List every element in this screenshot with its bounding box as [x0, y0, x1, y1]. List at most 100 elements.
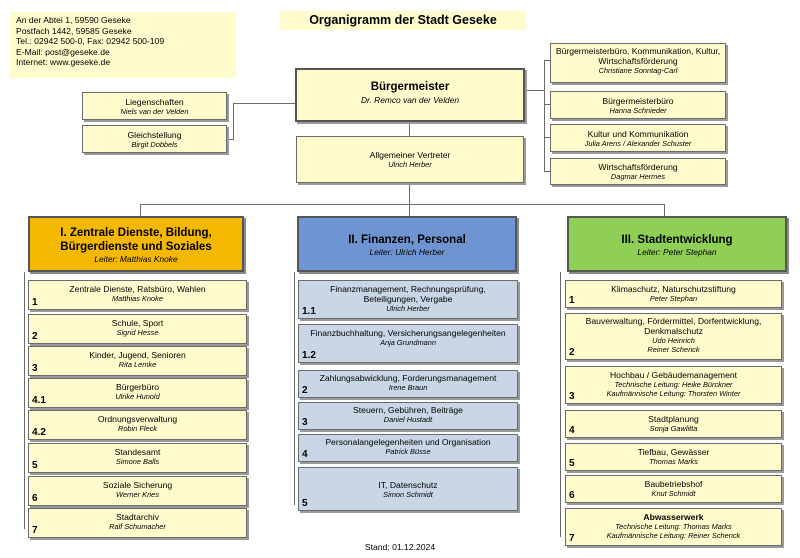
staff-title: Wirtschaftsförderung — [598, 162, 678, 172]
staff-title: Gleichstellung — [127, 130, 182, 140]
unit-title: Finanzbuchhaltung, Versicherungsangelege… — [310, 328, 506, 338]
unit-title: Schule, Sport — [111, 318, 164, 328]
connector — [664, 204, 665, 216]
unit-box: Klimaschutz, Naturschutzstiftung Peter S… — [565, 280, 782, 308]
connector — [544, 171, 550, 172]
unit-title: Ordnungsverwaltung — [97, 414, 178, 424]
unit-name: Technische Leitung: Thomas Marks — [615, 522, 732, 531]
unit-name: Kaufmännische Leitung: Thorsten Winter — [606, 389, 741, 398]
unit-title: Zahlungsabwicklung, Forderungsmanagement — [319, 373, 497, 383]
unit-name: Werner Kries — [116, 490, 159, 499]
staff-bgm-buero-kommunikation: Bürgermeisterbüro, Kommunikation, Kultur… — [550, 43, 726, 83]
staff-name: Hanna Schnieder — [609, 106, 667, 115]
connector — [233, 103, 295, 104]
unit-box: Personalangelegenheiten und Organisation… — [298, 434, 518, 462]
unit-name: Knut Schmidt — [651, 489, 696, 498]
deputy-box: Allgemeiner Vertreter Ulrich Herber — [296, 136, 524, 183]
unit-number: 3 — [569, 391, 575, 402]
unit-name: Ulrike Hunold — [115, 392, 160, 401]
unit-number: 3 — [302, 417, 308, 428]
unit-box: Bürgerbüro Ulrike Hunold 4.1 — [28, 378, 247, 408]
unit-title: Bürgerbüro — [116, 382, 159, 392]
unit-title: Bauverwaltung, Fördermittel, Dorfentwick… — [585, 316, 762, 336]
unit-number: 6 — [569, 490, 575, 501]
unit-name: Ralf Schumacher — [109, 522, 166, 531]
unit-title: Standesamt — [114, 447, 161, 457]
unit-box: Ordnungsverwaltung Robin Fleck 4.2 — [28, 410, 247, 440]
unit-name: Ulrich Herber — [386, 304, 430, 313]
unit-title: Hochbau / Gebäudemanagement — [609, 370, 738, 380]
department-title: III. Stadtentwicklung — [621, 234, 733, 246]
unit-name: Robin Fleck — [117, 424, 158, 433]
unit-number: 4.2 — [32, 427, 46, 438]
staff-title: Kultur und Kommunikation — [587, 129, 689, 139]
address-line: Postfach 1442, 59585 Geseke — [16, 25, 132, 36]
unit-name: Rita Lemke — [118, 360, 157, 369]
unit-box: IT, Datenschutz Simon Schmidt 5 — [298, 467, 518, 511]
unit-name: Udo Heinrich — [652, 336, 695, 345]
address-line: An der Abtei 1, 59590 Geseke — [16, 15, 131, 25]
connector — [409, 122, 410, 136]
unit-box: Steuern, Gebühren, Beiträge Daniel Husta… — [298, 402, 518, 430]
department-2-head: II. Finanzen, Personal Leiter: Ulrich He… — [297, 216, 517, 272]
connector — [294, 272, 295, 505]
mayor-name: Dr. Remco van der Velden — [360, 95, 460, 105]
address-line: E-Mail: post@geseke.de — [16, 46, 110, 57]
unit-number: 4 — [569, 425, 575, 436]
address-line: Internet: www.geseke.de — [16, 57, 111, 67]
connector — [409, 204, 410, 216]
unit-number: 2 — [302, 385, 308, 396]
staff-title: Bürgermeisterbüro, Kommunikation, Kultur… — [555, 46, 721, 66]
unit-name: Simon Schmidt — [383, 490, 433, 499]
department-title: I. Zentrale Dienste, Bildung, Bürgerdien… — [60, 227, 212, 253]
page-title: Organigramm der Stadt Geseke — [280, 11, 526, 30]
department-leader: Leiter: Matthias Knoke — [94, 254, 178, 264]
staff-bgm-buero: Bürgermeisterbüro Hanna Schnieder — [550, 91, 726, 119]
unit-name: Sigrid Hesse — [116, 328, 159, 337]
unit-name: Patrick Büsse — [385, 447, 431, 456]
staff-name: Julia Arens / Alexander Schuster — [584, 139, 692, 148]
address-line: Tel.: 02942 500-0, Fax: 02942 500-109 — [16, 36, 165, 46]
connector — [233, 103, 234, 139]
unit-name: Technische Leitung: Heike Bürckner — [614, 380, 733, 389]
department-leader: Leiter: Ulrich Herber — [369, 247, 445, 257]
connector — [227, 139, 234, 140]
staff-name: Birgit Dobbels — [131, 140, 178, 149]
unit-box: Schule, Sport Sigrid Hesse 2 — [28, 314, 247, 344]
unit-title: Personalangelegenheiten und Organisation — [325, 437, 491, 447]
staff-title: Bürgermeisterbüro — [602, 96, 674, 106]
unit-title: Baubetriebshof — [644, 479, 703, 489]
unit-box: Zahlungsabwicklung, Forderungsmanagement… — [298, 370, 518, 398]
deputy-name: Ulrich Herber — [388, 160, 432, 169]
department-1-head: I. Zentrale Dienste, Bildung, Bürgerdien… — [28, 216, 244, 272]
unit-number: 4.1 — [32, 395, 46, 406]
unit-box: Stadtarchiv Ralf Schumacher 7 — [28, 508, 247, 538]
unit-title: Klimaschutz, Naturschutzstiftung — [611, 284, 736, 294]
unit-box: Baubetriebshof Knut Schmidt 6 — [565, 475, 782, 503]
unit-name: Peter Stephan — [649, 294, 698, 303]
connector — [544, 104, 550, 105]
unit-number: 1 — [32, 297, 38, 308]
unit-box: Stadtplanung Sonja Gawlitta 4 — [565, 410, 782, 438]
unit-box: Abwasserwerk Technische Leitung: Thomas … — [565, 508, 782, 546]
unit-box: Zentrale Dienste, Ratsbüro, Wahlen Matth… — [28, 280, 247, 310]
unit-title: Kinder, Jugend, Senioren — [89, 350, 186, 360]
staff-gleichstellung: Gleichstellung Birgit Dobbels — [82, 125, 227, 153]
unit-name: Anja Grundmann — [380, 338, 436, 347]
unit-name: Sonja Gawlitta — [649, 424, 698, 433]
unit-box: Soziale Sicherung Werner Kries 6 — [28, 476, 247, 506]
connector — [409, 183, 410, 204]
connector — [24, 272, 25, 529]
unit-number: 2 — [32, 331, 38, 342]
staff-name: Dagmar Hermes — [610, 172, 666, 181]
unit-title: Stadtarchiv — [116, 512, 159, 522]
unit-number: 1.1 — [302, 306, 316, 317]
unit-name: Reiner Schenck — [647, 345, 700, 354]
unit-title: IT, Datenschutz — [378, 480, 438, 490]
unit-number: 7 — [32, 525, 38, 536]
deputy-title: Allgemeiner Vertreter — [369, 150, 451, 160]
connector — [525, 90, 544, 91]
department-3-head: III. Stadtentwicklung Leiter: Peter Step… — [567, 216, 787, 272]
connector — [140, 204, 664, 205]
connector — [140, 204, 141, 216]
